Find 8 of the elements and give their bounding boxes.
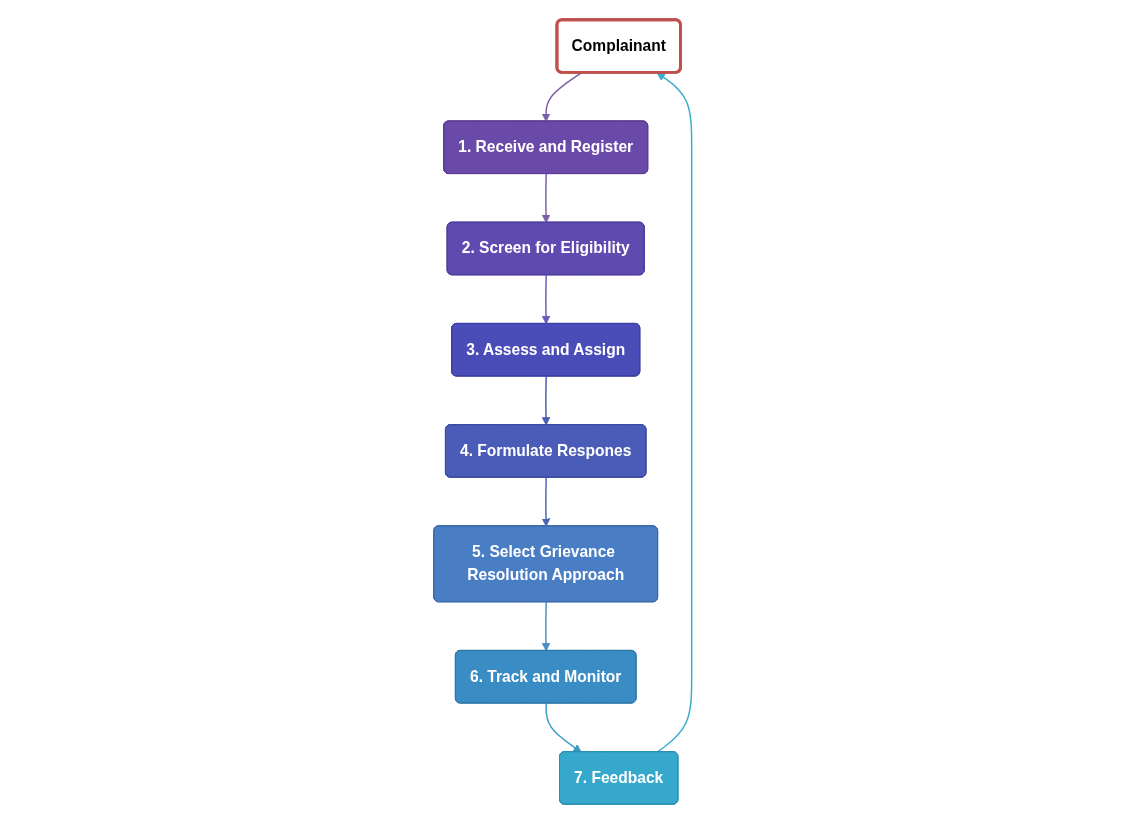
arrow [542, 172, 551, 223]
arrow [542, 71, 583, 122]
arrow [656, 71, 693, 753]
arrow [542, 274, 551, 324]
arrow [542, 601, 551, 651]
arrow [542, 375, 551, 426]
arrow [545, 702, 582, 752]
arrow [542, 476, 551, 527]
